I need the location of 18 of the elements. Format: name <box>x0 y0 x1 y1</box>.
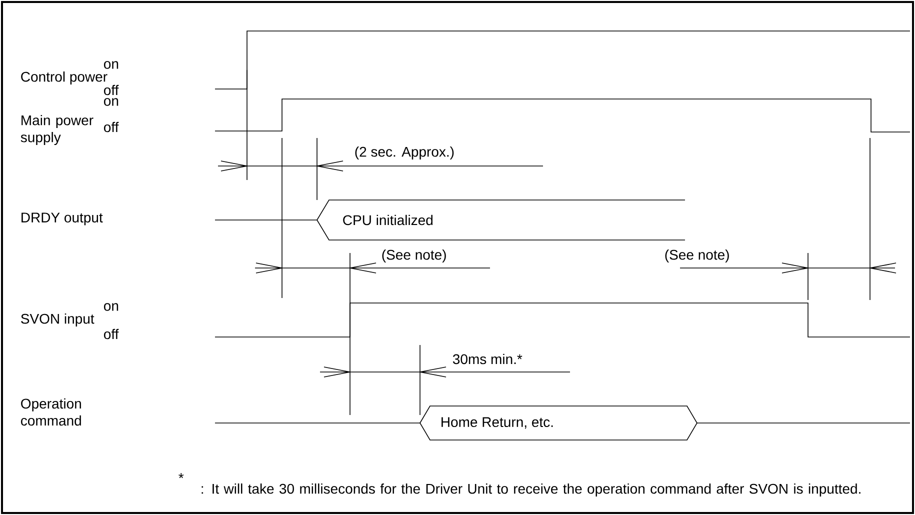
bus-box: CPU initialized <box>316 200 686 240</box>
dimension-label: (See note) <box>665 249 729 263</box>
signal-name: Main power supply <box>20 114 94 146</box>
state-label: on <box>104 303 118 311</box>
dimension-label: (2 sec. Approx.) <box>355 146 454 160</box>
footnote-text: : It will take 30 milliseconds for the Driver Unit to receive the operation command after SVON is inputted. <box>202 483 860 497</box>
footnote-mark: * <box>178 473 184 478</box>
state-label: on <box>104 98 118 106</box>
signal-name: DRDY output <box>22 212 103 226</box>
state-label: off <box>104 84 119 96</box>
state-label: on <box>104 61 118 69</box>
signal-name: Control power <box>21 71 108 85</box>
hexagon-box: Home Return, etc. <box>420 406 698 440</box>
state-label: off <box>104 122 119 132</box>
dimension-label: 30ms min.* <box>452 354 522 364</box>
signal-name: Operation command <box>21 398 81 426</box>
state-label: off <box>104 328 119 340</box>
signal-name: SVON input <box>21 313 94 327</box>
